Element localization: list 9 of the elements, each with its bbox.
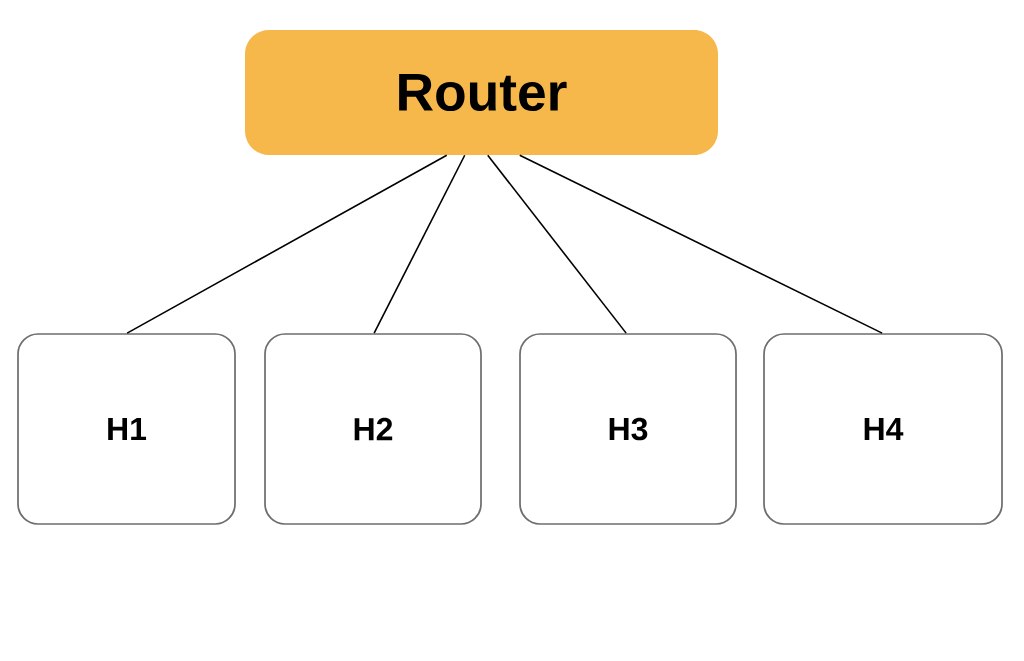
connector-line	[486, 154, 627, 334]
router-box: Router	[245, 30, 718, 155]
host-box: H3	[519, 333, 737, 525]
connector-line	[373, 154, 466, 334]
host-box: H4	[763, 333, 1003, 525]
connector-line	[518, 154, 883, 334]
host-box: H1	[17, 333, 236, 525]
connector-line	[126, 154, 448, 334]
host-box: H2	[264, 333, 482, 525]
